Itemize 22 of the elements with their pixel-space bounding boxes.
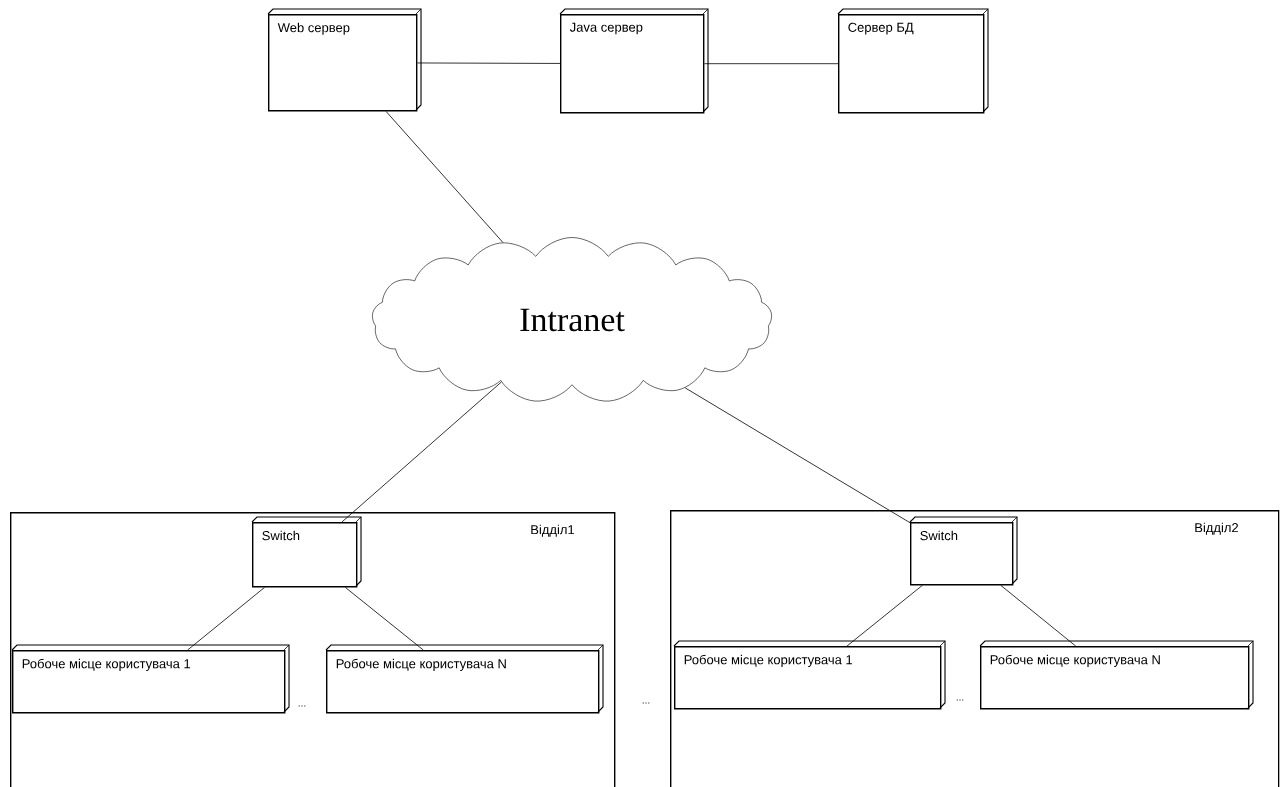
node-box: Java сервер bbox=[559, 8, 709, 114]
connector-line bbox=[704, 63, 839, 65]
ellipsis-label: ... bbox=[298, 705, 306, 707]
connector-line bbox=[341, 381, 502, 523]
connector-line bbox=[344, 587, 424, 651]
node-box: Switch bbox=[909, 516, 1018, 586]
node-box: Switch bbox=[251, 516, 362, 588]
node-box: Робоче місце користувача 1 bbox=[673, 640, 946, 710]
connector-line bbox=[846, 585, 923, 647]
connector-line bbox=[417, 62, 561, 64]
connector-line bbox=[385, 111, 504, 243]
connector-line bbox=[187, 587, 265, 651]
connector-line bbox=[1000, 585, 1077, 647]
ellipsis-label: ... bbox=[956, 699, 964, 701]
node-box: Робоче місце користувача N bbox=[325, 644, 604, 714]
node-box: Web сервер bbox=[267, 8, 422, 112]
ellipsis-label: ... bbox=[642, 702, 650, 704]
node-box: Робоче місце користувача N bbox=[979, 640, 1254, 710]
node-box: Сервер БД bbox=[837, 8, 989, 114]
connector-line bbox=[684, 387, 911, 524]
network-cloud: Intranet bbox=[372, 237, 772, 402]
node-box: Робоче місце користувача 1 bbox=[11, 644, 290, 714]
